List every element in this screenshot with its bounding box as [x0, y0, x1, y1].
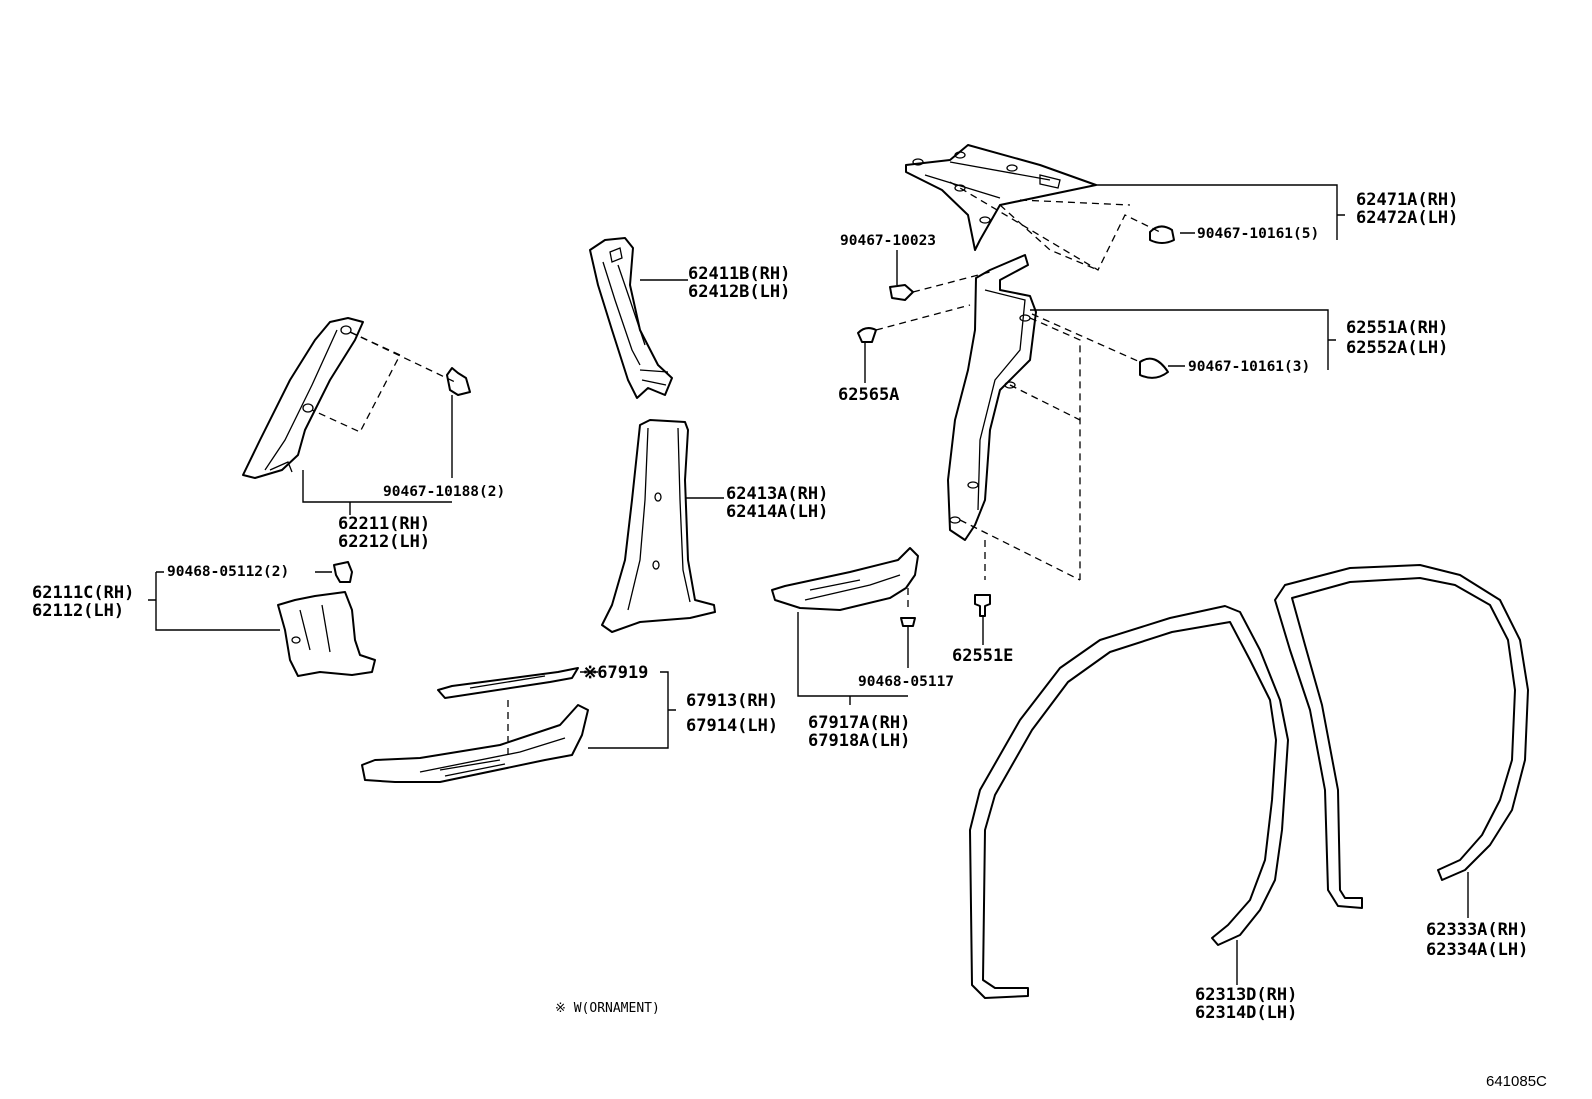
leader-62551 [1030, 309, 1336, 370]
clip-icon [446, 367, 471, 396]
front-door-weatherstrip [969, 605, 1289, 999]
leader-67917 [797, 612, 908, 705]
rear-door-weatherstrip [1274, 564, 1529, 909]
label-67914-lh: 67914(LH) [686, 716, 778, 736]
front-pillar-garnish [242, 317, 364, 479]
screw-icon [889, 284, 914, 301]
label-62552a-lh: 62552A(LH) [1346, 338, 1448, 358]
ornament-plate [437, 667, 579, 699]
label-67913-rh: 67913(RH) [686, 691, 778, 711]
label-62411b-rh: 62411B(RH) [688, 264, 790, 284]
label-62551e: 62551E [952, 646, 1013, 666]
label-62414a-lh: 62414A(LH) [726, 502, 828, 522]
diagram-code: 641085C [1486, 1073, 1547, 1090]
cap-icon [857, 327, 877, 343]
label-62314d-lh: 62314D(LH) [1195, 1003, 1297, 1023]
label-62334a-lh: 62334A(LH) [1426, 940, 1528, 960]
label-90468-05112: 90468-05112(2) [167, 564, 289, 580]
center-pillar-lower [601, 419, 716, 633]
front-scuff-plate [361, 704, 589, 783]
label-62472a-lh: 62472A(LH) [1356, 208, 1458, 228]
pin-icon [974, 594, 991, 617]
label-90467-10161-3: 90467-10161(3) [1188, 359, 1310, 375]
label-62112-lh: 62112(LH) [32, 601, 124, 621]
leader-62471 [1095, 184, 1345, 240]
label-62412b-lh: 62412B(LH) [688, 282, 790, 302]
leader-62211 [302, 470, 452, 515]
cowl-side-trim [277, 591, 376, 677]
clip-icon [1149, 225, 1175, 244]
label-62333a-rh: 62333A(RH) [1426, 920, 1528, 940]
label-67919: ※67919 [583, 663, 648, 683]
label-90467-10188: 90467-10188(2) [383, 484, 505, 500]
label-62211-rh: 62211(RH) [338, 514, 430, 534]
label-62471a-rh: 62471A(RH) [1356, 190, 1458, 210]
label-62413a-rh: 62413A(RH) [726, 484, 828, 504]
center-pillar-upper [589, 237, 673, 399]
label-62111c-rh: 62111C(RH) [32, 583, 134, 603]
label-90468-05117: 90468-05117 [858, 674, 954, 690]
label-62313d-rh: 62313D(RH) [1195, 985, 1297, 1005]
rear-scuff-plate [771, 547, 919, 611]
clip-icon [333, 561, 353, 583]
pin-icon [900, 617, 916, 627]
upper-rear-panel [905, 144, 1161, 271]
label-67918a-lh: 67918A(LH) [808, 731, 910, 751]
leader-67913 [588, 671, 676, 749]
label-62212-lh: 62212(LH) [338, 532, 430, 552]
label-62551a-rh: 62551A(RH) [1346, 318, 1448, 338]
label-90467-10161-5: 90467-10161(5) [1197, 226, 1319, 242]
label-90467-10023: 90467-10023 [840, 233, 936, 249]
leader-62111 [148, 572, 280, 631]
clip-icon [1139, 357, 1169, 379]
label-67917a-rh: 67917A(RH) [808, 713, 910, 733]
label-62565a: 62565A [838, 385, 899, 405]
quarter-pillar-garnish [947, 254, 1081, 581]
footnote-ornament: ※ W(ORNAMENT) [555, 1001, 660, 1016]
